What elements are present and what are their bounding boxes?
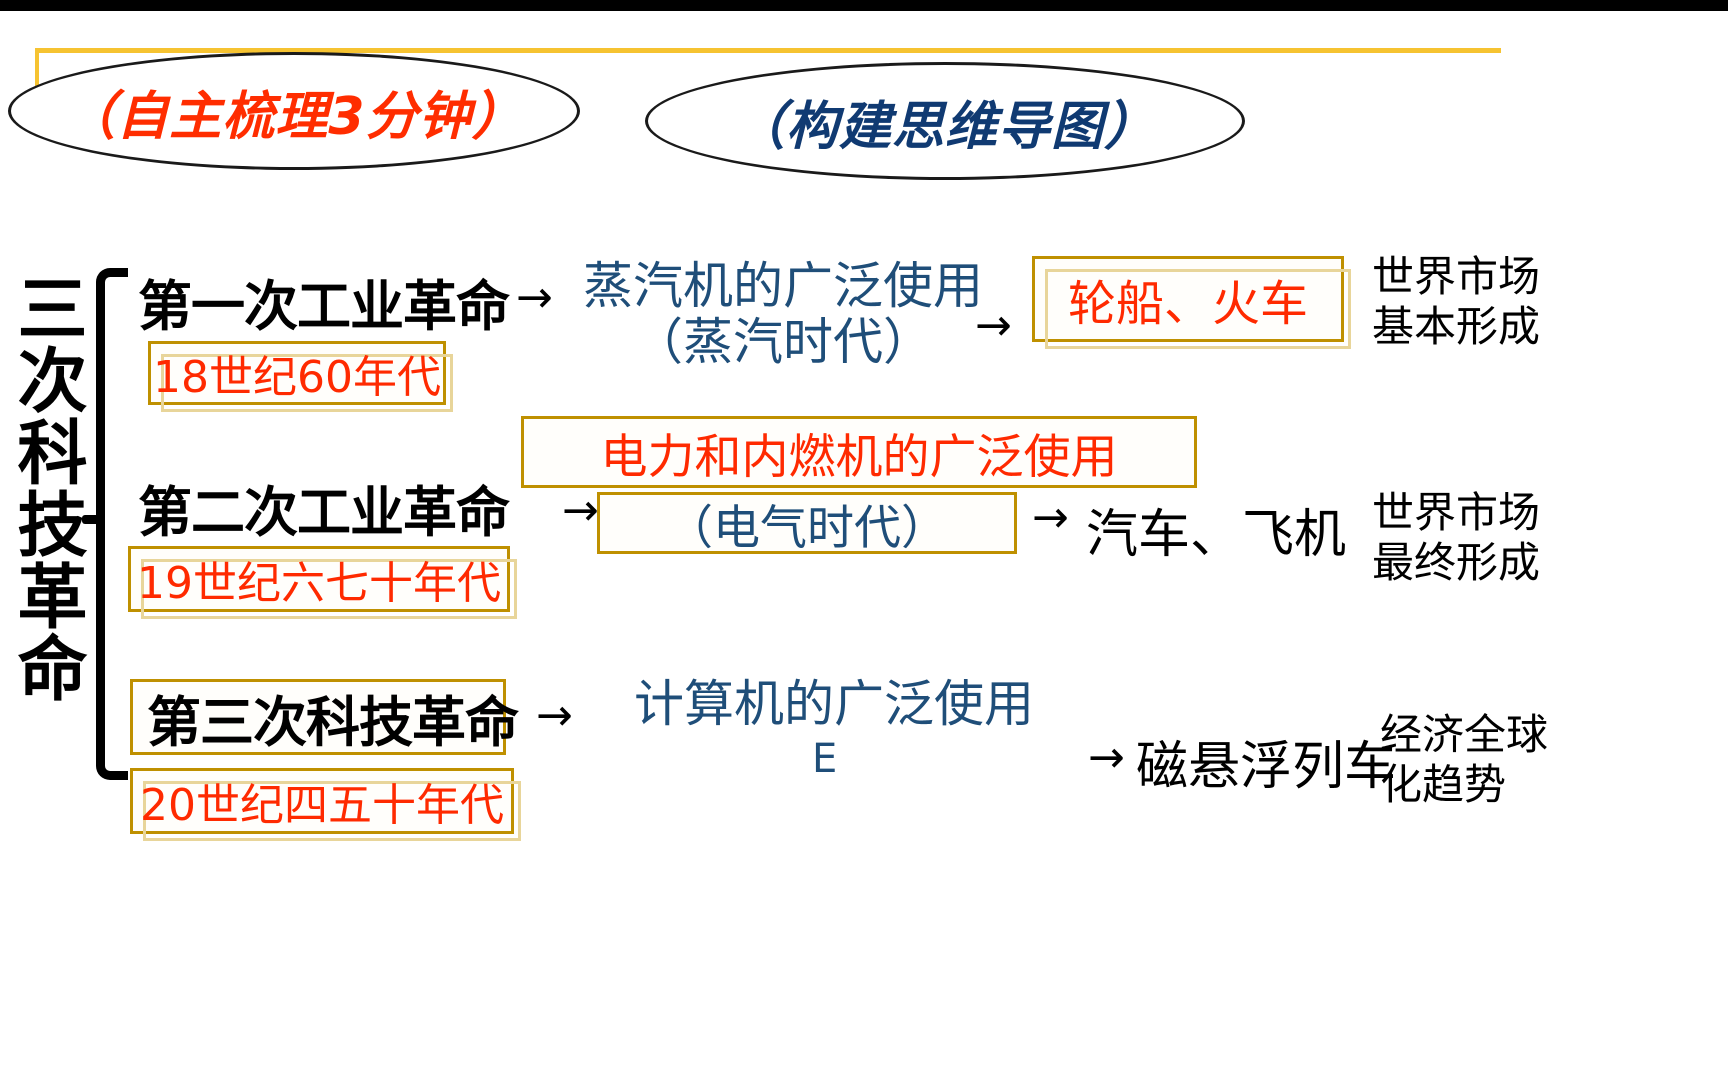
row2-technology-line2: （电气时代） bbox=[666, 500, 948, 556]
row2-technology-box: 电力和内燃机的广泛使用 bbox=[521, 416, 1197, 488]
row1-era-label: 18世纪60年代 bbox=[153, 352, 441, 403]
row2-outcome-line1: 世界市场 bbox=[1372, 488, 1541, 537]
row1-arrow-to-product: → bbox=[975, 300, 1012, 351]
row3-outcome-line1: 经济全球 bbox=[1380, 710, 1549, 759]
row3-revolution-title: 第三次科技革命 bbox=[147, 690, 519, 754]
row3-era-label: 20世纪四五十年代 bbox=[140, 780, 504, 831]
row2-outcome-line2: 最终形成 bbox=[1372, 537, 1541, 587]
row3-arrow-to-technology: → bbox=[536, 690, 573, 741]
row2-arrow-to-technology: → bbox=[562, 485, 599, 536]
row1-outcome-text: 世界市场 基本形成 bbox=[1372, 252, 1540, 351]
row1-technology-text: 蒸汽机的广泛使用 （蒸汽时代） bbox=[548, 258, 1018, 370]
row2-outcome-text: 世界市场 最终形成 bbox=[1372, 488, 1540, 587]
row3-technology-text: 计算机的广泛使用 bbox=[614, 676, 1054, 732]
row2-technology-line1: 电力和内燃机的广泛使用 bbox=[600, 429, 1118, 485]
row3-outcome-line2: 化趋势 bbox=[1380, 759, 1507, 809]
row2-era-box: 19世纪六七十年代 bbox=[128, 546, 517, 619]
row1-product-box: 轮船、火车 bbox=[1032, 256, 1351, 349]
gold-rule-horizontal bbox=[35, 48, 1501, 53]
row2-technology-era-box: （电气时代） bbox=[597, 492, 1017, 556]
group-bracket bbox=[96, 268, 128, 780]
row1-product-label: 轮船、火车 bbox=[1067, 276, 1308, 332]
row3-revolution-title-box: 第三次科技革命 bbox=[130, 679, 519, 755]
row2-era-label: 19世纪六七十年代 bbox=[137, 558, 501, 609]
header-oval-build-mindmap: （构建思维导图） bbox=[645, 62, 1245, 180]
row2-product-label: 汽车、飞机 bbox=[1086, 505, 1347, 565]
row1-technology-line1: 蒸汽机的广泛使用 bbox=[583, 257, 983, 315]
row2-arrow-to-product: → bbox=[1032, 492, 1069, 543]
row2-revolution-title: 第二次工业革命 bbox=[138, 481, 510, 544]
row3-era-box: 20世纪四五十年代 bbox=[130, 768, 521, 841]
row3-product-label: 磁悬浮列车 bbox=[1136, 737, 1397, 797]
header-oval-build-mindmap-label: （构建思维导图） bbox=[732, 96, 1157, 157]
header-oval-autonomous-review-label: （自主梳理3分钟） bbox=[63, 86, 525, 147]
top-black-band bbox=[0, 0, 1728, 11]
row3-technology-line2: E bbox=[812, 736, 838, 782]
row1-era-box: 18世纪60年代 bbox=[148, 341, 453, 412]
row3-arrow-to-product: → bbox=[1088, 732, 1125, 783]
row1-arrow-to-technology: → bbox=[516, 272, 553, 323]
row1-outcome-line1: 世界市场 bbox=[1372, 252, 1541, 301]
gold-rule-vertical bbox=[35, 48, 39, 86]
row1-outcome-line2: 基本形成 bbox=[1372, 301, 1541, 351]
row3-technology-line1: 计算机的广泛使用 bbox=[634, 675, 1034, 733]
header-oval-autonomous-review: （自主梳理3分钟） bbox=[8, 52, 580, 170]
row1-revolution-title: 第一次工业革命 bbox=[138, 275, 510, 338]
vertical-title-three-revolutions: 三次科技革命 bbox=[6, 272, 88, 704]
group-bracket-nub bbox=[82, 515, 100, 524]
row1-technology-line2: （蒸汽时代） bbox=[633, 313, 933, 371]
row3-outcome-text: 经济全球 化趋势 bbox=[1380, 710, 1548, 809]
